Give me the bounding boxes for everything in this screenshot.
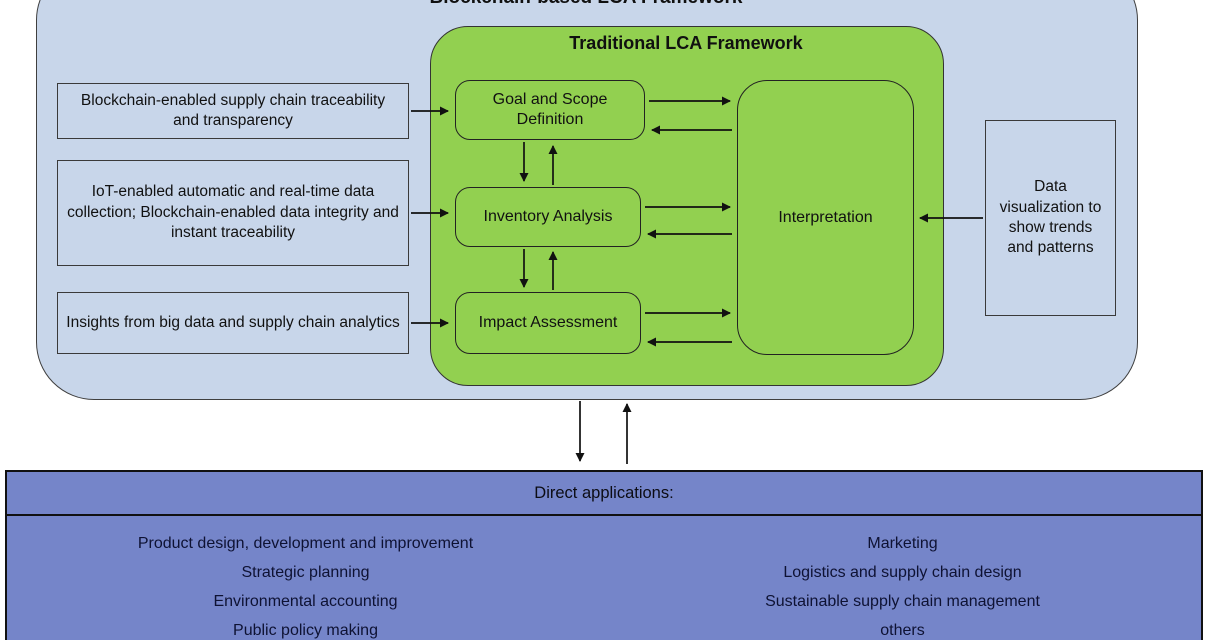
application-item: Logistics and supply chain design [783, 564, 1022, 581]
stage-goal-and-scope: Goal and Scope Definition [455, 80, 645, 140]
stage-impact-assessment-label: Impact Assessment [478, 314, 618, 331]
applications-panel: Direct applications: Product design, dev… [5, 470, 1203, 640]
data-visualization-label: Data visualization to show trends and pa… [999, 178, 1102, 257]
left-box-insights: Insights from big data and supply chain … [57, 292, 409, 354]
application-item: Strategic planning [241, 564, 370, 581]
left-box-iot-data: IoT-enabled automatic and real-time data… [57, 160, 409, 266]
applications-right-column: Marketing Logistics and supply chain des… [604, 529, 1201, 640]
interpretation-box: Interpretation [737, 80, 914, 355]
application-item: Product design, development and improvem… [137, 535, 474, 552]
left-box-iot-data-label: IoT-enabled automatic and real-time data… [67, 183, 399, 242]
applications-left-column: Product design, development and improvem… [7, 529, 604, 640]
left-box-traceability: Blockchain-enabled supply chain traceabi… [57, 83, 409, 139]
blockchain-framework-title: Blockchain-based LCA Framework [36, 0, 1136, 9]
stage-goal-and-scope-label: Goal and Scope Definition [492, 91, 608, 128]
stage-impact-assessment: Impact Assessment [455, 292, 641, 354]
application-item: Environmental accounting [213, 593, 398, 610]
application-item: Public policy making [233, 622, 378, 639]
applications-header: Direct applications: [7, 472, 1201, 516]
application-item: others [880, 622, 925, 639]
traditional-lca-title: Traditional LCA Framework [569, 33, 803, 53]
stage-inventory-analysis: Inventory Analysis [455, 187, 641, 247]
data-visualization-box: Data visualization to show trends and pa… [985, 120, 1116, 316]
left-box-traceability-label: Blockchain-enabled supply chain traceabi… [80, 91, 386, 129]
application-item: Sustainable supply chain management [765, 593, 1040, 610]
stage-inventory-analysis-label: Inventory Analysis [483, 208, 613, 225]
applications-body: Product design, development and improvem… [7, 516, 1201, 640]
application-item: Marketing [867, 535, 938, 552]
interpretation-label: Interpretation [778, 208, 873, 226]
left-box-insights-label: Insights from big data and supply chain … [66, 313, 400, 331]
